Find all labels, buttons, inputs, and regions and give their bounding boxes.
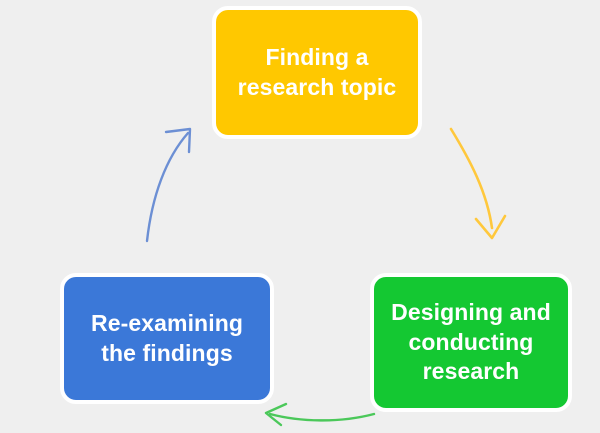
node-finding-a-research-topic[interactable]: Finding a research topic [212, 6, 422, 139]
arrow-topic-to-research [449, 127, 507, 240]
arrow-findings-to-topic [145, 127, 192, 243]
arrow-research-to-findings [264, 402, 376, 427]
node-label: Designing and conducting research [391, 299, 551, 385]
node-re-examining-the-findings[interactable]: Re-examining the findings [60, 273, 274, 404]
node-label: Re-examining the findings [90, 310, 243, 366]
node-designing-and-conducting-research[interactable]: Designing and conducting research [370, 273, 572, 412]
node-label: Finding a research topic [237, 44, 397, 100]
